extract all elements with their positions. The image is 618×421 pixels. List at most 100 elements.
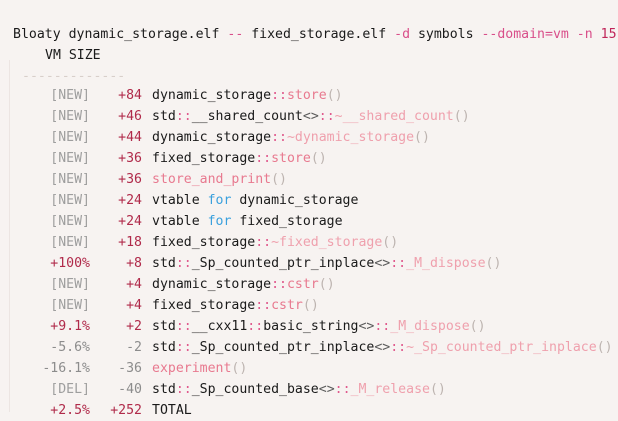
table-row[interactable]: -16.1% -36 experiment()	[0, 358, 618, 379]
symbol-token: <>	[318, 382, 335, 397]
cli-token: Bloaty dynamic_storage.elf	[13, 27, 228, 42]
symbol-token: _Sp_counted_base	[191, 382, 319, 397]
symbol-token: dynamic_storage	[152, 277, 272, 292]
row-symbol-cell: std::__cxx11::basic_string<>::_M_dispose…	[152, 316, 486, 337]
row-size-cell: +4	[126, 298, 142, 313]
symbol-token: ()	[382, 235, 399, 250]
symbol-token: store	[286, 88, 327, 103]
row-size-cell: +252	[110, 403, 142, 418]
row-size-cell: +36	[118, 172, 142, 187]
symbol-token: __cxx11	[191, 319, 248, 334]
symbol-token: ::	[255, 298, 272, 313]
row-symbol-cell: fixed_storage::~fixed_storage()	[152, 232, 398, 253]
cli-token: 15	[600, 27, 617, 42]
symbol-token: TOTAL	[152, 403, 192, 418]
row-percent-cell: [NEW]	[50, 130, 90, 145]
symbol-token: cstr	[286, 277, 319, 292]
row-percent-cell: +9.1%	[50, 319, 90, 334]
row-percent-cell: -5.6%	[50, 340, 90, 355]
symbol-token: ()	[596, 340, 613, 355]
symbol-token: std	[152, 256, 176, 271]
table-row[interactable]: +2.5% +252 TOTAL	[0, 400, 618, 421]
symbol-token: ()	[302, 298, 319, 313]
table-row[interactable]: +9.1% +2 std::__cxx11::basic_string<>::_M_…	[0, 316, 618, 337]
symbol-token: dynamic_storage	[231, 193, 359, 208]
symbol-token: ::	[271, 277, 287, 292]
symbol-token: ::	[374, 319, 391, 334]
symbol-token: ~_Sp_counted_ptr_inplace	[406, 340, 597, 355]
row-percent-cell: [NEW]	[50, 193, 90, 208]
symbol-token: ::	[175, 256, 192, 271]
symbol-token: ()	[453, 109, 470, 124]
row-symbol-cell: std::_Sp_counted_ptr_inplace<>::~_Sp_cou…	[152, 337, 613, 358]
cli-flag: -n	[576, 27, 593, 42]
row-size-cell: -36	[118, 361, 142, 376]
symbol-token: store_and_print	[152, 172, 272, 187]
row-percent-cell: -16.1%	[42, 361, 90, 376]
symbol-token: ()	[414, 130, 430, 145]
symbol-token: cstr	[271, 298, 303, 313]
row-symbol-cell: fixed_storage::store()	[152, 148, 327, 169]
row-percent-cell: [NEW]	[50, 151, 90, 166]
symbol-token: ::	[175, 109, 192, 124]
header-separator-rule: -------------	[22, 69, 126, 84]
row-percent-cell: [NEW]	[50, 298, 90, 313]
symbol-token: ::	[175, 340, 192, 355]
symbol-token: ::	[255, 235, 272, 250]
symbol-token: _M_dispose	[390, 319, 470, 334]
symbol-token: ~__shared_count	[334, 109, 454, 124]
column-header-vm-size: VM SIZE	[45, 48, 101, 63]
cli-flag: -d	[394, 27, 411, 42]
symbol-token: fixed_storage	[231, 214, 343, 229]
symbol-token: ()	[326, 88, 343, 103]
symbol-token: vtable	[152, 193, 208, 208]
symbol-token: ::	[390, 256, 407, 271]
left-margin-rule	[9, 60, 10, 412]
row-symbol-cell: store_and_print()	[152, 169, 287, 190]
symbol-token: for	[207, 193, 232, 208]
symbol-token: __shared_count	[191, 109, 303, 124]
symbol-token: ()	[429, 382, 446, 397]
cli-flag: --domain=vm	[481, 27, 569, 42]
symbol-token: ()	[469, 319, 486, 334]
row-symbol-cell: std::_Sp_counted_ptr_inplace<>::_M_dispo…	[152, 253, 501, 274]
row-size-cell: +2	[126, 319, 142, 334]
symbol-token: dynamic_storage	[152, 130, 272, 145]
symbol-token: fixed_storage	[152, 235, 256, 250]
row-size-cell: +24	[118, 214, 142, 229]
table-row[interactable]: [NEW] +36 fixed_storage::store()	[0, 148, 618, 169]
symbol-token: ::	[175, 319, 192, 334]
symbol-token: ::	[334, 382, 351, 397]
row-symbol-cell: dynamic_storage::~dynamic_storage()	[152, 127, 430, 148]
symbol-token: <>	[374, 340, 391, 355]
symbol-token: for	[207, 214, 232, 229]
row-percent-cell: +2.5%	[50, 403, 90, 418]
symbol-token: ::	[255, 151, 272, 166]
symbol-token: ~fixed_storage	[271, 235, 383, 250]
row-symbol-cell: TOTAL	[152, 400, 192, 421]
symbol-token: basic_string	[263, 319, 359, 334]
row-symbol-cell: experiment()	[152, 358, 247, 379]
row-symbol-cell: vtable for dynamic_storage	[152, 190, 358, 211]
row-size-cell: +84	[118, 88, 142, 103]
row-symbol-cell: dynamic_storage::cstr()	[152, 274, 335, 295]
symbol-token: ::	[247, 319, 264, 334]
symbol-token: ::	[175, 382, 192, 397]
row-size-cell: +36	[118, 151, 142, 166]
symbol-token: std	[152, 340, 176, 355]
cli-token: fixed_storage.elf	[243, 27, 395, 42]
